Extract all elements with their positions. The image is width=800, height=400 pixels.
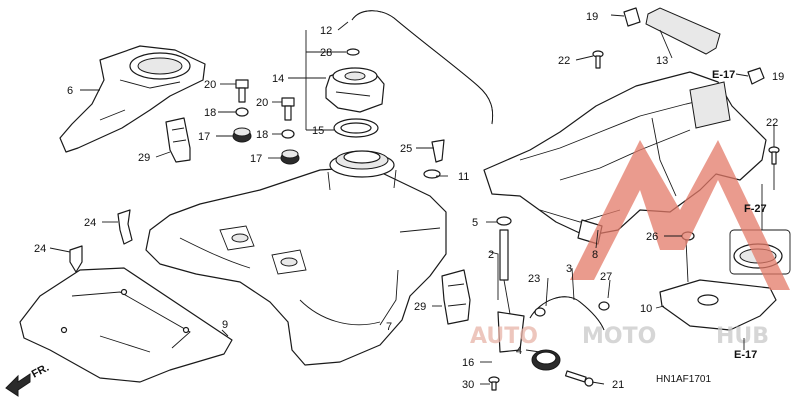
callout-27: 27 <box>600 271 612 283</box>
ref-f27: F-27 <box>744 203 767 215</box>
callout-7: 7 <box>386 321 392 333</box>
battery-box-part <box>483 71 767 245</box>
ref-e17-bottom: E-17 <box>734 349 757 361</box>
callout-3: 3 <box>566 263 572 275</box>
fastener-column-middle <box>280 97 300 165</box>
callout-10: 10 <box>640 303 652 315</box>
fuel-sender-part <box>488 216 561 391</box>
diagram-code: HN1AF1701 <box>656 374 711 385</box>
callout-5: 5 <box>472 217 478 229</box>
ref-e17-top: E-17 <box>712 69 735 81</box>
fuel-tank-part <box>145 150 447 366</box>
callout-28: 28 <box>320 47 332 59</box>
callout-20a: 20 <box>204 79 216 91</box>
callout-26: 26 <box>646 231 658 243</box>
rubber-mount-right <box>441 269 471 325</box>
callout-24b: 24 <box>34 243 46 255</box>
callout-29b: 29 <box>414 301 426 313</box>
callout-6: 6 <box>67 85 73 97</box>
callout-9: 9 <box>222 319 228 331</box>
callout-19b: 19 <box>772 71 784 83</box>
bolt-21-part <box>564 370 594 387</box>
callout-24a: 24 <box>84 217 96 229</box>
skid-plate-part <box>19 267 233 383</box>
watermark-logo: AUTO MOTO HUB <box>470 140 790 349</box>
callout-22a: 22 <box>558 55 570 67</box>
fuel-cap-part <box>325 67 385 113</box>
callout-12: 12 <box>320 25 332 37</box>
callout-15: 15 <box>312 125 324 137</box>
callout-18b: 18 <box>256 129 268 141</box>
callout-16: 16 <box>462 357 474 369</box>
rubber-pad-part <box>645 7 721 55</box>
callout-20b: 20 <box>256 97 268 109</box>
clip-top-part <box>623 7 641 27</box>
callout-8: 8 <box>592 249 598 261</box>
front-arrow-icon <box>5 373 31 397</box>
leader-lines <box>49 14 775 385</box>
sub-bracket-part <box>659 231 777 331</box>
o-ring-part <box>346 48 360 56</box>
callout-13: 13 <box>656 55 668 67</box>
callout-25: 25 <box>400 143 412 155</box>
callout-19a: 19 <box>586 11 598 23</box>
svg-text:MOTO: MOTO <box>582 324 656 349</box>
fuel-hose-part <box>529 296 610 331</box>
callout-21: 21 <box>612 379 624 391</box>
fastener-column-left <box>232 79 252 143</box>
svg-text:AUTO: AUTO <box>470 324 538 349</box>
callout-14: 14 <box>272 73 284 85</box>
callout-18a: 18 <box>204 107 216 119</box>
clip-right-part <box>747 67 765 85</box>
callout-29a: 29 <box>138 152 150 164</box>
callout-30: 30 <box>462 379 474 391</box>
callout-2: 2 <box>488 249 494 261</box>
grommet-part <box>423 139 445 179</box>
svg-text:HUB: HUB <box>716 324 769 349</box>
rubber-mount-left <box>165 117 191 163</box>
screw-right-part <box>768 146 780 165</box>
screw-top-part <box>592 50 604 69</box>
callout-17b: 17 <box>250 153 262 165</box>
callout-4: 4 <box>516 345 522 357</box>
front-marker-text: FR. <box>30 362 51 381</box>
callout-17a: 17 <box>198 131 210 143</box>
callout-23: 23 <box>528 273 540 285</box>
front-cover-part <box>59 45 206 153</box>
push-clip-parts <box>69 209 133 273</box>
callout-22b: 22 <box>766 117 778 129</box>
callout-11: 11 <box>458 171 469 183</box>
cap-gasket-part <box>333 118 379 138</box>
